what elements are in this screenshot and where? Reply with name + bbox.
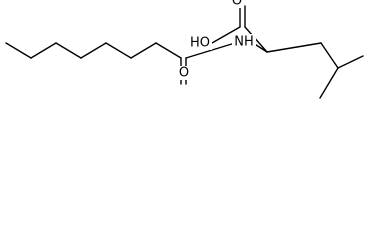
bond-gamma-methyl-2 <box>319 67 339 99</box>
bond-beta-gamma <box>320 42 339 69</box>
bond-chain-7 <box>155 42 182 59</box>
bond-chain-2 <box>30 42 57 59</box>
alkyl-chain <box>5 42 182 59</box>
atom-labels: HO O O NH <box>178 0 256 81</box>
bond-chain-4 <box>80 42 107 59</box>
bond-alpha-beta <box>266 42 322 53</box>
leucine-core <box>211 5 364 99</box>
structure-diagram: HO O O NH <box>5 0 364 99</box>
bond-chain-5 <box>105 42 132 59</box>
bond-gamma-methyl-1 <box>337 55 364 69</box>
bond-chain-6 <box>130 42 157 59</box>
amide-oxygen-label: O <box>179 66 189 81</box>
bond-acid-c-oh <box>211 26 241 44</box>
acid-oxygen-label: O <box>232 0 242 9</box>
bond-chain-1 <box>5 42 32 59</box>
amide-nitrogen-label: NH <box>234 35 254 50</box>
bond-amide-c-n <box>185 42 236 59</box>
bond-chain-3 <box>55 42 82 59</box>
hydroxyl-label: HO <box>190 36 210 51</box>
